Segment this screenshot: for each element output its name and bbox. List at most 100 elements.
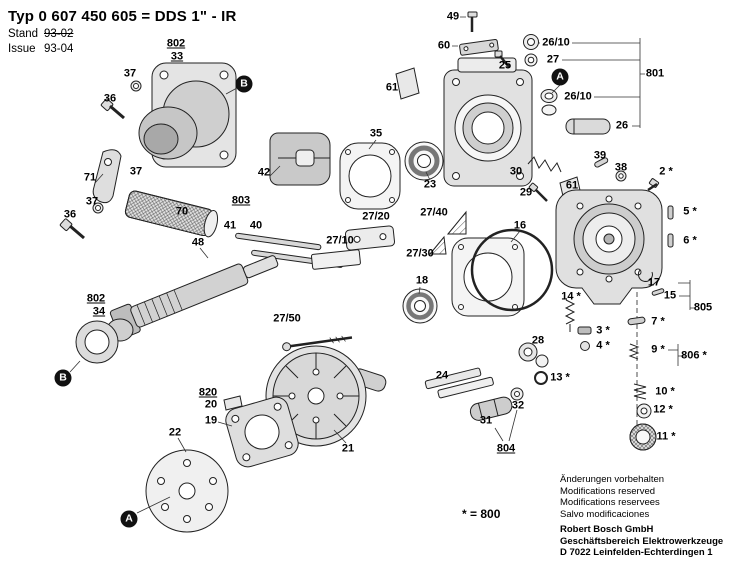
part-label-38: 38 [614,161,628,174]
part-label-802: 802 [86,292,106,305]
part-label-A: A [551,68,569,86]
part-label-A: A [120,510,138,528]
footer-line-en: Modifications reserved [560,485,656,497]
part-ring-32 [510,387,524,401]
part-label-28: 28 [531,334,545,347]
part-main-housing [443,57,533,187]
part-label-10: 10 * [655,385,675,398]
part-label-13: 13 * [550,371,570,384]
part-spring-10 [633,383,647,400]
part-pin-15 [651,288,665,296]
part-label-36: 36 [103,92,117,105]
part-label-25: 25 [498,59,512,72]
part-label-4: 4 * [596,339,610,352]
part-label-60: 60 [437,39,451,52]
part-bell-housing [138,62,237,168]
part-screw-49 [467,11,478,32]
part-plate-27-10 [310,249,361,270]
part-spring-14 [564,299,576,332]
part-lever-71 [92,149,122,204]
part-label-49: 49 [446,10,460,23]
page-title: Typ 0 607 450 605 = DDS 1" - IR [8,8,237,25]
part-plug-11 [629,423,657,451]
part-rings-26-10-mid [540,89,558,116]
part-screw-2 [647,178,660,192]
part-label-7: 7 * [651,315,665,328]
part-label-31: 31 [479,414,493,427]
part-plate-61-top [395,67,420,100]
part-label-33: 33 [170,50,184,63]
part-label-805: 805 [693,301,713,314]
part-label-9: 9 * [651,343,665,356]
part-label-34: 34 [92,305,106,318]
part-label-22: 22 [168,426,182,439]
leader-lines [69,16,695,514]
part-oring-13 [534,371,548,385]
footer-line-es: Salvo modificaciones [560,508,650,520]
part-pin-5 [667,205,674,220]
part-label-6: 6 * [683,234,697,247]
part-label-30: 30 [509,165,523,178]
part-label-820: 820 [198,386,218,399]
part-plate-60 [459,39,499,56]
part-oring-16 [470,228,554,312]
part-wedge-27-30 [428,235,447,255]
part-knurled-sleeve-70 [124,190,219,238]
part-label-12: 12 * [653,403,673,416]
part-pin-26 [565,118,611,135]
part-pin-39 [594,157,609,168]
part-spring-9 [628,343,640,360]
part-label-2: 2 * [659,165,673,178]
part-hammer-case [555,189,663,305]
part-screw-25 [494,50,510,68]
part-label-19: 19 [204,414,218,427]
issue-value: 93-04 [44,43,74,55]
part-washer-12 [636,403,652,419]
part-label-35: 35 [369,127,383,140]
part-ring-38 [615,170,627,182]
part-pin-6 [667,233,674,248]
part-label-17: 17 [647,276,661,289]
company-name: Robert Bosch GmbH [560,524,654,535]
part-clamshell-42 [269,132,331,186]
part-rings-26-10-top [523,34,539,67]
part-label-2610: 26/10 [564,90,592,103]
part-screw-set-upper [100,80,142,120]
part-label-B: B [54,369,72,387]
part-label-B: B [235,75,253,93]
part-label-3: 3 * [596,324,610,337]
part-label-39: 39 [593,149,607,162]
part-label-27: 27 [546,53,560,66]
part-collar-28 [518,342,549,368]
part-label-2730: 27/30 [406,247,434,260]
part-label-70: 70 [175,205,189,218]
part-label-14: 14 * [561,290,581,303]
part-ring-34 [75,318,134,364]
part-label-2740: 27/40 [420,206,448,219]
issue-row: Issue 93-04 [8,43,237,55]
part-label-23: 23 [423,178,437,191]
company-address: D 7022 Leinfelden-Echterdingen 1 [560,547,713,558]
part-valve-31 [469,396,513,421]
part-label-48: 48 [191,236,205,249]
part-label-42: 42 [257,166,271,179]
part-vanes-24 [424,367,494,399]
part-label-806: 806 * [681,349,707,362]
part-clip-17 [637,269,653,282]
part-label-36: 36 [63,208,77,221]
company-division: Geschäftsbereich Elektrowerkzeuge [560,535,724,547]
issue-label: Issue [8,43,36,55]
part-label-2710: 27/10 [326,234,354,247]
part-label-41: 41 [223,219,237,232]
part-label-11: 11 * [656,430,676,443]
footer-line-de: Änderungen vorbehalten [560,474,665,485]
part-label-26: 26 [615,119,629,132]
part-wedge-27-40 [446,210,467,235]
part-label-29: 29 [519,186,533,199]
stand-value: 93-02 [44,28,74,40]
part-label-18: 18 [415,274,429,287]
part-pin-3 [577,326,592,335]
